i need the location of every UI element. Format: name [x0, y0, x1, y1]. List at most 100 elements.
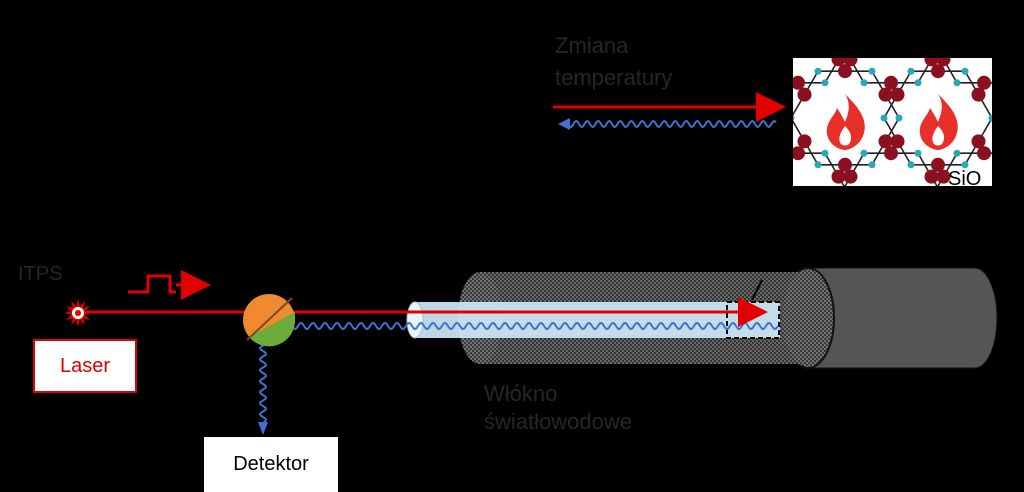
pulse-icon — [128, 270, 211, 300]
fiber-core — [406, 279, 780, 339]
oxygen-atom — [791, 240, 805, 254]
oxygen-atom — [890, 87, 905, 102]
oxygen-atom — [843, 169, 858, 184]
detector-arrowhead — [258, 422, 268, 435]
flame-icon — [826, 94, 865, 150]
backscatter-signal — [291, 321, 779, 331]
oxygen-atom — [931, 64, 945, 79]
silicon-atom — [768, 243, 775, 250]
oxygen-atom — [1018, 52, 1024, 66]
silicon-atom — [861, 243, 868, 250]
silicon-atom — [927, 197, 934, 204]
oxygen-atom — [937, 216, 951, 230]
silicon-atom — [793, 115, 795, 121]
oxygen-atom — [751, 216, 765, 230]
silicon-atom — [849, 33, 856, 40]
silicon-atom — [821, 79, 829, 87]
silicon-atom — [1008, 150, 1015, 157]
oxygen-atom — [793, 75, 805, 90]
oxygen-atom — [1018, 170, 1024, 184]
silicon-atom — [814, 67, 822, 75]
silicon-atom — [895, 114, 903, 122]
fiber-label-line2: światłowodowe — [484, 409, 632, 434]
silicon-atom — [880, 114, 888, 122]
silicon-atom — [868, 67, 876, 75]
oxygen-atom — [936, 169, 951, 184]
oxygen-atom — [844, 216, 858, 230]
detector-signal — [258, 339, 268, 423]
silicon-atom — [953, 149, 961, 157]
silicon-atom — [942, 197, 949, 204]
oxygen-atom — [971, 134, 986, 149]
oxygen-atom — [831, 169, 846, 184]
silicon-atom — [768, 79, 775, 86]
oxygen-atom — [751, 170, 765, 184]
oxygen-atom — [751, 6, 765, 20]
oxygen-atom — [797, 87, 812, 102]
oxygen-atom — [832, 216, 846, 230]
oxygen-atom — [878, 134, 893, 149]
oxygen-atom — [793, 146, 805, 161]
silicon-atom — [988, 114, 992, 122]
silicon-atom — [961, 67, 969, 75]
oxygen-atom — [884, 75, 898, 90]
laser-box: Laser — [33, 339, 137, 393]
laser-burst-icon — [64, 299, 92, 327]
silicon-atom — [961, 161, 969, 169]
oxygen-atom — [977, 240, 991, 254]
lattice-inset — [741, 6, 1024, 254]
oxygen-atom — [884, 146, 898, 161]
silicon-atom — [860, 149, 868, 157]
silicon-atom — [907, 67, 915, 75]
silicon-atom — [849, 197, 856, 204]
material-label: SiO — [948, 168, 982, 190]
beam-splitter — [243, 294, 296, 347]
oxygen-atom — [838, 157, 852, 172]
oxygen-atom — [924, 58, 939, 67]
oxygen-atom — [838, 64, 852, 79]
oxygen-atom — [1018, 6, 1024, 20]
oxygen-atom — [797, 134, 812, 149]
silicon-atom — [814, 161, 822, 169]
oxygen-atom — [878, 87, 893, 102]
silicon-atom — [914, 149, 922, 157]
oxygen-atom — [925, 216, 939, 230]
oxygen-atom — [884, 240, 898, 254]
oxygen-atom — [971, 87, 986, 102]
oxygen-atom — [977, 146, 991, 161]
oxygen-atom — [844, 6, 858, 20]
silicon-atom — [741, 33, 748, 40]
silicon-atom — [907, 161, 915, 169]
detector-label: Detektor — [233, 453, 309, 475]
temperature-change-label-line1: Zmiana — [555, 33, 629, 58]
oxygen-atom — [977, 75, 991, 90]
backscatter-arrow — [567, 119, 777, 129]
oxygen-atom — [931, 157, 945, 172]
silicon-atom — [834, 33, 841, 40]
oxygen-atom — [1018, 216, 1024, 230]
temperature-change-label-line2: temperatury — [555, 65, 673, 90]
silicon-atom — [868, 161, 876, 169]
oxygen-atom — [937, 6, 951, 20]
detector-box: Detektor — [204, 437, 338, 492]
laser-label: Laser — [59, 354, 111, 377]
silicon-atom — [834, 197, 841, 204]
oxygen-atom — [832, 6, 846, 20]
silicon-atom — [821, 149, 829, 157]
silicon-atom — [1008, 243, 1015, 250]
oxygen-atom — [831, 58, 846, 67]
flame-icon — [919, 94, 958, 150]
silicon-atom — [822, 243, 829, 250]
oxygen-atom — [936, 58, 951, 67]
silicon-atom — [942, 33, 949, 40]
silicon-atom — [954, 243, 961, 250]
silicon-atom — [927, 33, 934, 40]
oxygen-atom — [890, 134, 905, 149]
silicon-atom — [915, 243, 922, 250]
pulse-label: ITPS — [18, 263, 63, 285]
silicon-atom — [914, 79, 922, 87]
oxygen-atom — [925, 6, 939, 20]
oxygen-atom — [751, 52, 765, 66]
silicon-atom — [768, 150, 775, 157]
